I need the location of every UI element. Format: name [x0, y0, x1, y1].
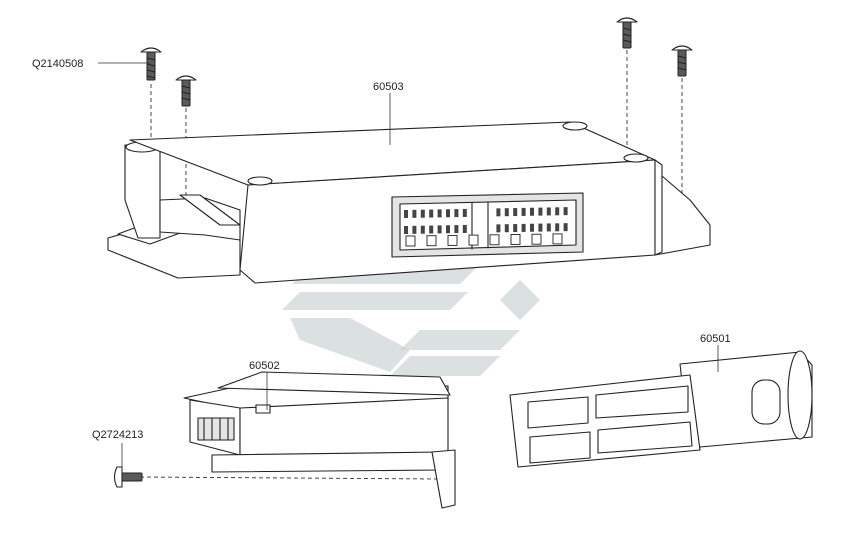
connector-pin [504, 208, 509, 217]
connector-pin [546, 223, 551, 232]
connector-pin [420, 225, 425, 234]
screw-top-left-2 [175, 75, 197, 107]
connector-pin [496, 208, 501, 217]
connector-pin [446, 209, 450, 218]
connector-key-slot [405, 235, 416, 247]
connector-pin [446, 225, 450, 234]
connector-pin [530, 223, 534, 232]
connector-pin [412, 209, 417, 218]
screw-top-right-2 [671, 45, 693, 77]
screw-top-right-1 [616, 17, 638, 49]
connector-pin [513, 224, 518, 233]
connector-shell-label: 60501 [700, 333, 731, 345]
small-module [183, 371, 456, 509]
main-module-label: 60503 [373, 81, 404, 93]
connector-key-slot [489, 234, 500, 246]
connector-pin [513, 208, 518, 217]
connector-pin [412, 225, 417, 234]
connector-pin [496, 224, 501, 233]
connector-pin [521, 223, 526, 232]
connector-pin [454, 225, 459, 234]
screw-bottom-label: Q2724213 [92, 429, 143, 441]
connector-key-slot [468, 234, 479, 246]
connector-pin [404, 226, 408, 234]
connector-pin [504, 224, 509, 233]
connector-pin [462, 224, 467, 233]
connector-pin [462, 208, 467, 217]
connector-pin [538, 223, 543, 232]
connector-key-slot [531, 233, 542, 245]
connector-pin [521, 207, 526, 216]
leader-lines [98, 62, 719, 472]
connector-pin [555, 223, 560, 232]
connector-key-slot [447, 234, 458, 246]
connector-pin [454, 209, 459, 218]
connector-pin [530, 207, 534, 216]
connector-pin [429, 225, 434, 234]
connector-pin [420, 209, 425, 218]
main-module [107, 121, 711, 284]
screw-top-label: Q2140508 [32, 58, 83, 70]
connector-pin [563, 207, 568, 216]
connector-key-slot [510, 234, 521, 245]
connector-pin [538, 207, 543, 216]
connector-pin [546, 207, 551, 216]
screw-bottom [113, 466, 143, 488]
screw-top-left-1 [140, 47, 162, 81]
small-module-label: 60502 [249, 360, 280, 372]
connector-pins [404, 207, 568, 247]
connector-pin [404, 210, 408, 218]
connector-pin [437, 209, 442, 218]
connector-key-slot [552, 233, 563, 245]
connector-shell [509, 350, 813, 468]
connector-pin [429, 209, 434, 218]
connector-key-slot [426, 235, 437, 247]
connector-pin [563, 223, 568, 232]
connector-pin [555, 207, 560, 216]
connector-pin [437, 225, 442, 234]
